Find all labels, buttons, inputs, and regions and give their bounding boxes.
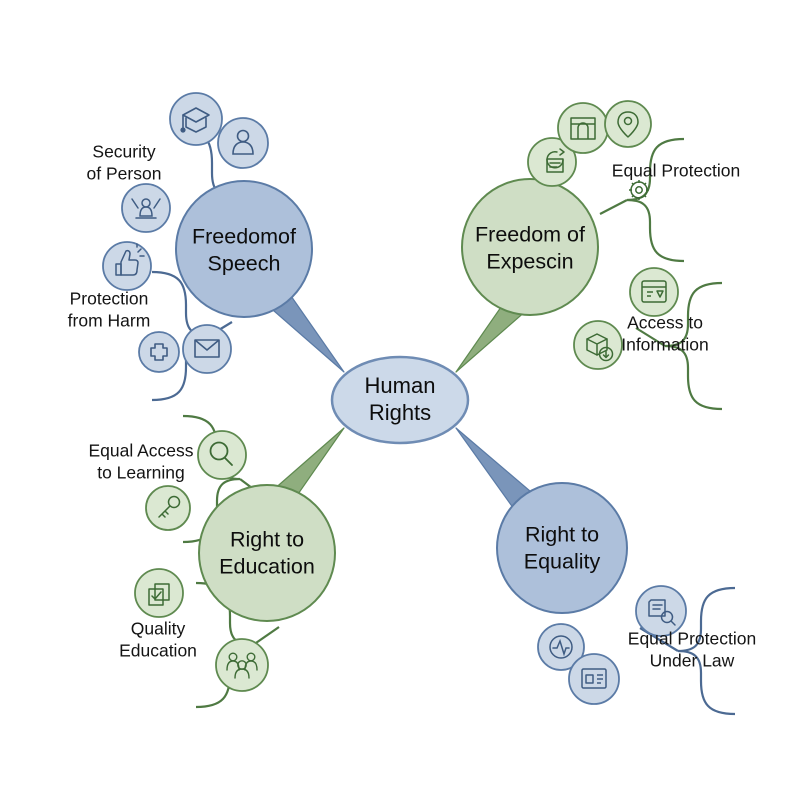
center-label-line2: Rights bbox=[369, 400, 431, 425]
badge-circle[interactable] bbox=[102, 241, 152, 291]
badge-circle[interactable] bbox=[217, 117, 269, 169]
leaf-label-access-to-information-line2: Information bbox=[621, 335, 709, 355]
person-icon bbox=[232, 129, 254, 155]
leaf-label-equal-access-to-learning-line1: Equal Access bbox=[88, 441, 193, 461]
branch-label-freedom-of-speech-line2: Speech bbox=[208, 252, 281, 276]
branch-label-freedom-of-speech-line1: Freedomof bbox=[192, 225, 296, 249]
browser-window-icon bbox=[641, 280, 667, 303]
icon-badge-gear[interactable] bbox=[629, 180, 649, 200]
leaf-label-equal-protection-under-law-line2: Under Law bbox=[650, 651, 735, 671]
center-label-line1: Human bbox=[365, 373, 436, 398]
gear-icon bbox=[629, 180, 649, 200]
branch-label-right-to-education-line1: Right to bbox=[230, 528, 304, 552]
icon-badge-person[interactable] bbox=[217, 117, 269, 169]
center-ellipse[interactable] bbox=[330, 355, 470, 445]
branch-right-to-education[interactable]: Right to Education bbox=[198, 484, 336, 622]
badge-circle[interactable] bbox=[573, 320, 623, 370]
id-card-icon bbox=[581, 668, 607, 689]
badge-circle[interactable] bbox=[527, 137, 577, 187]
branch-freedom-of-speech[interactable]: Freedomof Speech bbox=[175, 180, 313, 318]
icon-badge-checklist[interactable] bbox=[134, 568, 184, 618]
icon-badge-location-pin[interactable] bbox=[604, 100, 652, 148]
document-refresh-icon bbox=[546, 148, 565, 173]
leaf-label-quality-education-line1: Quality bbox=[131, 619, 186, 639]
leaf-label-protection-from-harm-line1: Protection bbox=[70, 289, 149, 309]
icon-badge-pulse-chart[interactable] bbox=[537, 623, 585, 671]
medical-cross-icon bbox=[150, 343, 168, 361]
branch-circle-freedom-of-speech[interactable] bbox=[175, 180, 313, 318]
gateway-icon bbox=[570, 117, 596, 140]
leaf-label-group: Security of Person Protection from Harm … bbox=[68, 142, 757, 671]
icon-badge-thumbs-up[interactable] bbox=[102, 241, 152, 291]
document-search-icon bbox=[648, 599, 676, 626]
box-download-icon bbox=[586, 333, 614, 362]
badge-circle[interactable] bbox=[197, 430, 247, 480]
magnifier-icon bbox=[209, 441, 233, 466]
icon-badge-gateway[interactable] bbox=[557, 102, 609, 154]
icon-badge-medical-cross[interactable] bbox=[138, 331, 180, 373]
branch-circle-right-to-education[interactable] bbox=[198, 484, 336, 622]
icon-badge-id-card[interactable] bbox=[568, 653, 620, 705]
icon-badge-graduation-cap[interactable] bbox=[169, 92, 223, 146]
center-node-human-rights[interactable]: Human Rights bbox=[330, 355, 470, 445]
branch-label-right-to-equality-line2: Equality bbox=[524, 550, 601, 574]
leaf-label-equal-access-to-learning-line2: to Learning bbox=[97, 463, 185, 483]
pulse-chart-icon bbox=[549, 635, 573, 659]
key-icon bbox=[158, 495, 181, 518]
branch-circle-freedom-of-expescin[interactable] bbox=[461, 178, 599, 316]
location-pin-icon bbox=[617, 111, 639, 138]
branch-freedom-of-expescin[interactable]: Freedom of Expescin bbox=[461, 178, 599, 316]
envelope-icon bbox=[194, 339, 220, 358]
badge-circle[interactable] bbox=[169, 92, 223, 146]
badge-circle[interactable] bbox=[215, 638, 269, 692]
icon-badge-key[interactable] bbox=[145, 485, 191, 531]
icon-badge-document-refresh[interactable] bbox=[527, 137, 577, 187]
icon-badge-magnifier[interactable] bbox=[197, 430, 247, 480]
badge-circle[interactable] bbox=[134, 568, 184, 618]
leaf-label-equal-protection-under-law-line1: Equal Protection bbox=[628, 629, 756, 649]
leaf-label-security-of-person-line2: of Person bbox=[87, 164, 162, 184]
thumbs-up-icon bbox=[115, 243, 145, 276]
badge-circle[interactable] bbox=[138, 331, 180, 373]
icon-badge-box-download[interactable] bbox=[573, 320, 623, 370]
branch-right-to-equality[interactable]: Right to Equality bbox=[496, 482, 628, 614]
people-group-icon bbox=[226, 652, 258, 679]
icon-badge-document-search[interactable] bbox=[635, 585, 687, 637]
icon-badge-envelope[interactable] bbox=[182, 324, 232, 374]
branch-circle-right-to-equality[interactable] bbox=[496, 482, 628, 614]
leaf-label-equal-protection-line1: Equal Protection bbox=[612, 161, 740, 181]
leaf-label-protection-from-harm-line2: from Harm bbox=[68, 311, 151, 331]
branch-label-freedom-of-expescin-line2: Expescin bbox=[486, 250, 573, 274]
badge-circle[interactable] bbox=[568, 653, 620, 705]
graduation-cap-icon bbox=[180, 107, 210, 133]
badge-circle[interactable] bbox=[629, 267, 679, 317]
leaf-connector-equal-protection bbox=[626, 137, 685, 263]
branch-label-right-to-equality-line1: Right to bbox=[525, 523, 599, 547]
leaf-label-security-of-person-line1: Security bbox=[92, 142, 155, 162]
person-celebrating-icon bbox=[131, 198, 161, 219]
checklist-icon bbox=[148, 583, 170, 606]
leaf-stem-quality-education bbox=[252, 626, 280, 646]
badge-circle[interactable] bbox=[557, 102, 609, 154]
leaf-label-quality-education-line2: Education bbox=[119, 641, 197, 661]
badge-circle[interactable] bbox=[537, 623, 585, 671]
icon-badge-person-celebrating[interactable] bbox=[121, 183, 171, 233]
icon-badge-browser-window[interactable] bbox=[629, 267, 679, 317]
leaf-stem-access-to-information bbox=[635, 327, 666, 347]
branch-label-freedom-of-expescin-line1: Freedom of bbox=[475, 223, 585, 247]
leaf-label-access-to-information-line1: Access to bbox=[627, 313, 703, 333]
badge-circle[interactable] bbox=[121, 183, 171, 233]
branch-label-right-to-education-line2: Education bbox=[219, 555, 315, 579]
icon-badge-people-group[interactable] bbox=[215, 638, 269, 692]
leaf-stem-equal-protection bbox=[599, 199, 628, 215]
